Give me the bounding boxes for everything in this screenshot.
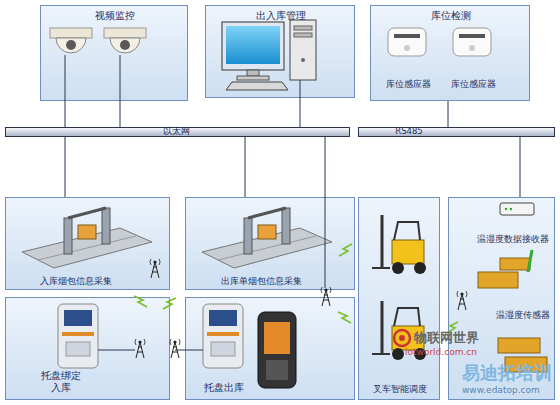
node-label: 温湿度数据接收器: [469, 234, 556, 244]
bus-connector: [300, 98, 301, 127]
node-label: 出库单烟包信息采集: [196, 276, 326, 286]
sensor-node: 库位感应器: [444, 21, 502, 93]
bus-connector: [245, 137, 246, 197]
bus-connector: [448, 101, 449, 127]
node-label: 出入库管理: [206, 10, 356, 22]
group-box: 出库单烟包信息采集: [185, 197, 355, 290]
watermark-text: 物联网世界: [414, 329, 479, 347]
bus-label: 以太网: [146, 127, 206, 137]
group-box: 出入库管理: [205, 5, 355, 98]
watermark-text: 易迪拓培训: [462, 361, 552, 385]
bus-connector: [120, 101, 121, 127]
node-label: 库位感应器: [379, 79, 437, 89]
group-box: 叉车智能调度: [358, 197, 440, 400]
node-label: 入库烟包信息采集: [16, 276, 136, 286]
watermark-text: iotworld.com.cn: [405, 347, 477, 357]
bus-connector: [65, 137, 66, 197]
network-bus: 以太网: [5, 127, 350, 137]
node-label: 库位感应器: [444, 79, 502, 89]
node-label: 库位检测: [371, 10, 531, 22]
bus-connector: [65, 101, 66, 127]
bus-connector: [520, 137, 521, 197]
group-box: 视频监控: [40, 5, 188, 101]
bus-label: RS485: [379, 127, 439, 137]
group-box: 托盘绑定 入库: [5, 297, 170, 400]
watermark-text: www.edatop.com: [462, 385, 540, 395]
sensor-node: 库位感应器: [379, 21, 437, 93]
group-box: 托盘出库: [185, 297, 355, 400]
node-label: 温湿度传感器: [489, 310, 556, 320]
group-box: 库位感应器库位感应器 库位检测: [370, 5, 530, 101]
node-label: 视频监控: [41, 10, 189, 22]
node-label: 托盘出库: [194, 382, 254, 394]
node-label: 叉车智能调度: [359, 384, 441, 394]
node-label: 托盘绑定 入库: [36, 370, 86, 393]
network-bus: RS485: [358, 127, 555, 137]
group-box: 入库烟包信息采集: [5, 197, 170, 290]
